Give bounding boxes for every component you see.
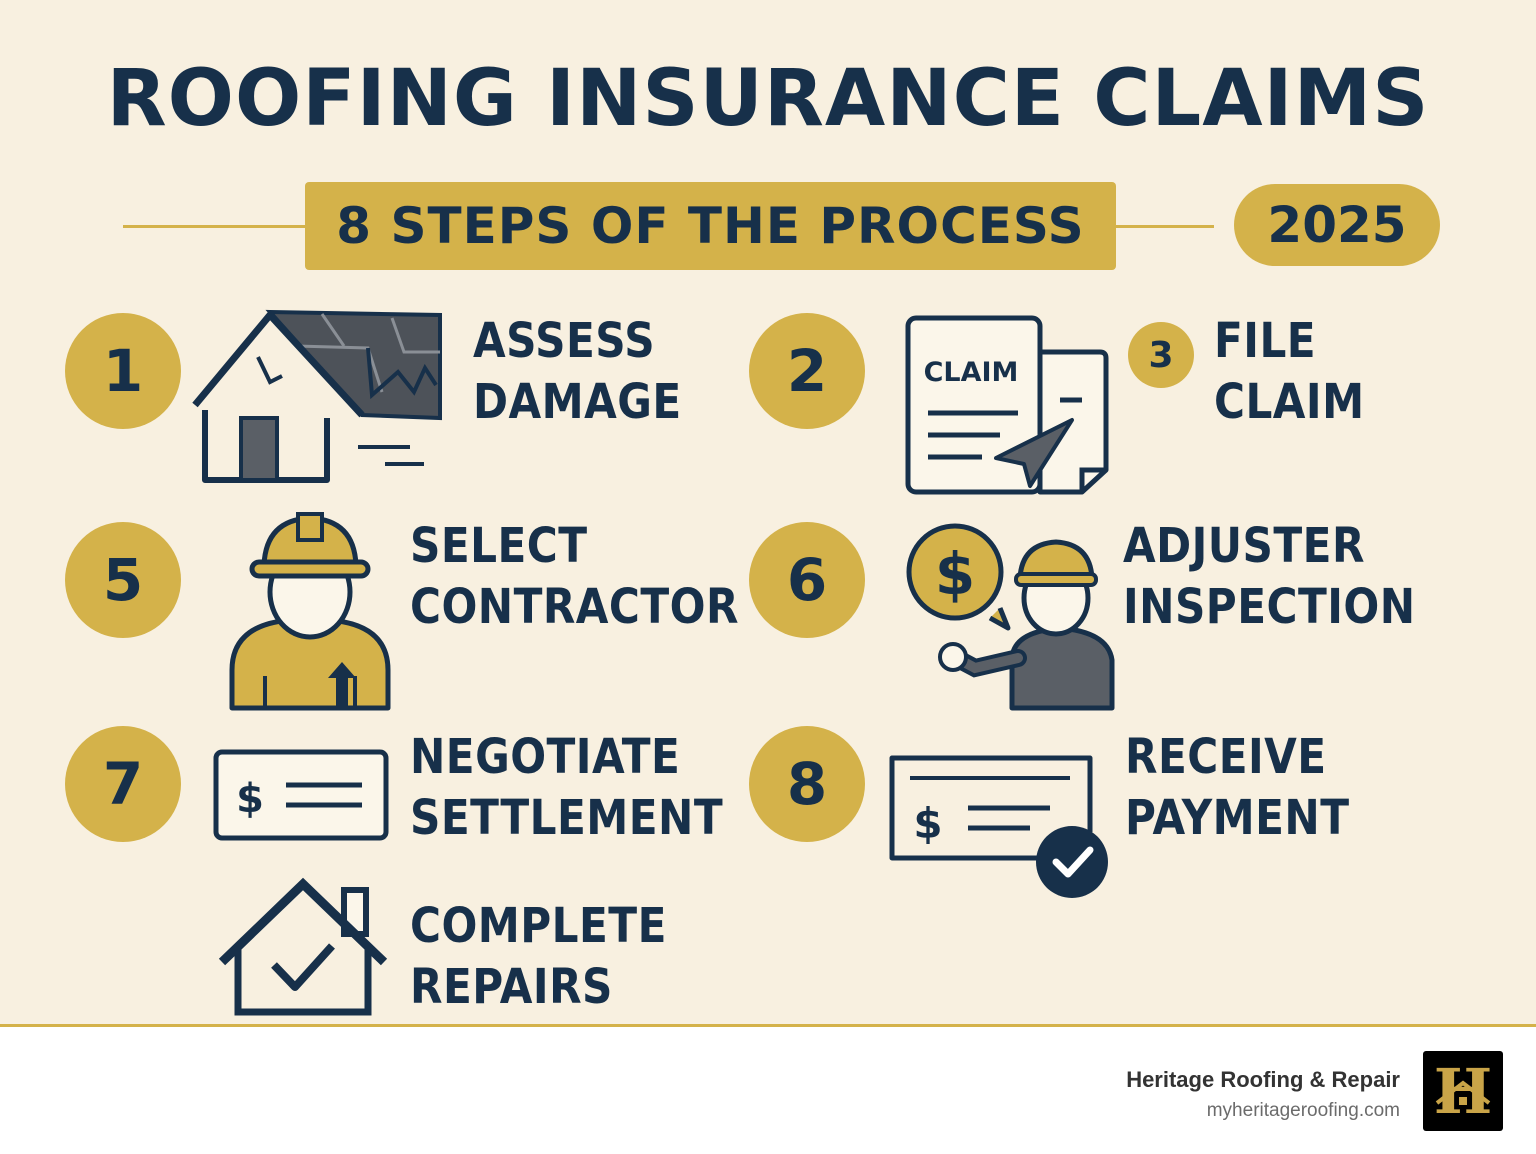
heritage-logo-icon: H — [1423, 1051, 1503, 1131]
step-7-number: 7 — [65, 726, 181, 842]
right-divider — [1116, 225, 1214, 228]
infographic: ROOFING INSURANCE CLAIMS 8 STEPS OF THE … — [65, 54, 1440, 1016]
svg-text:$: $ — [935, 540, 975, 608]
footer: Heritage Roofing & Repair myheritageroof… — [0, 1027, 1536, 1154]
contractor-hardhat-icon — [229, 512, 391, 711]
left-divider — [123, 225, 305, 228]
company-name: Heritage Roofing & Repair — [1126, 1067, 1400, 1092]
step-6-number: 6 — [749, 522, 865, 638]
check-dollar-icon: $ — [213, 749, 389, 841]
svg-text:$: $ — [913, 799, 942, 848]
step-5-number: 5 — [65, 522, 181, 638]
adjuster-dollar-bubble-icon: $ — [906, 523, 1115, 711]
svg-text:H: H — [1434, 1055, 1493, 1128]
claim-form-text: CLAIM — [924, 357, 1019, 388]
page-title: ROOFING INSURANCE CLAIMS — [106, 54, 1430, 144]
step-2-number: 2 — [749, 313, 865, 429]
footer-divider — [0, 1024, 1536, 1027]
house-checkmark-icon — [218, 877, 388, 1016]
step-3-number: 3 — [1128, 322, 1194, 388]
step-1-number: 1 — [65, 313, 181, 429]
step-8-number: 8 — [749, 726, 865, 842]
subtitle-banner: 8 STEPS OF THE PROCESS — [305, 182, 1116, 270]
company-url: myheritageroofing.com — [1206, 1100, 1400, 1121]
svg-text:$: $ — [236, 776, 264, 822]
claim-form-send-icon: CLAIM — [905, 315, 1109, 495]
year-badge: 2025 — [1234, 184, 1440, 266]
damaged-roof-house-icon — [192, 309, 442, 483]
payment-check-approved-icon: $ — [889, 755, 1108, 898]
